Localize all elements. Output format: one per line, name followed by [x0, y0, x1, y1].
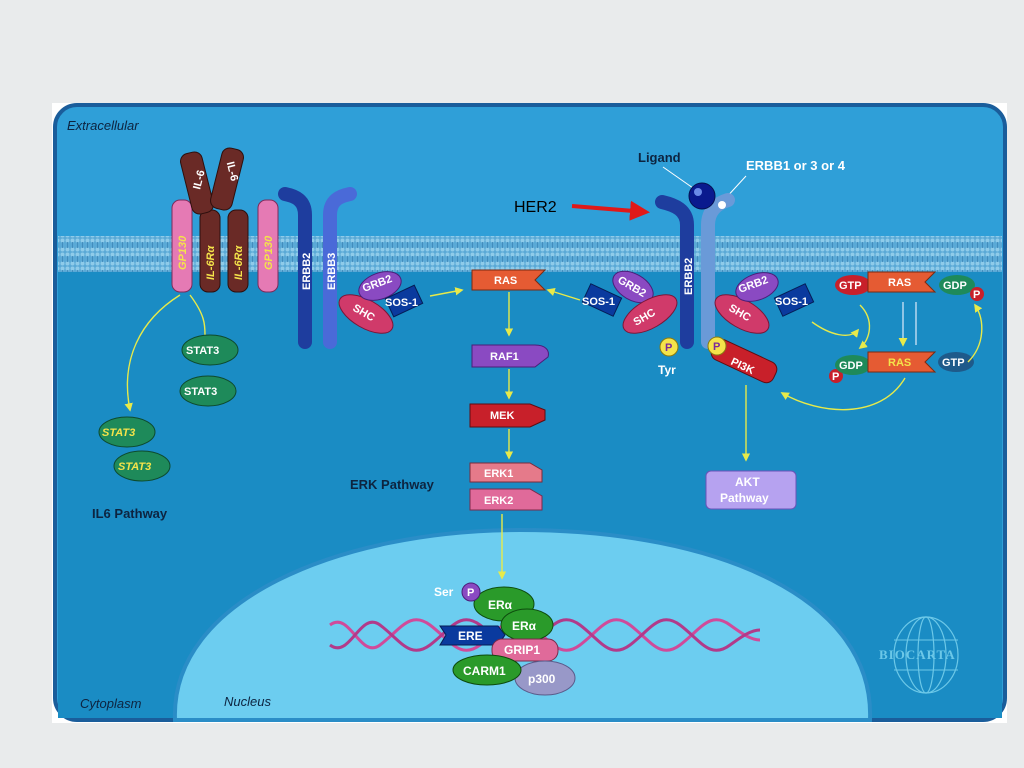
erbb2-label-right: ERBB2	[683, 258, 695, 295]
pi3k-p-label: P	[713, 341, 720, 353]
erbb2-erbb3-receptor-left: ERBB2 ERBB3	[278, 187, 357, 349]
sos1-label-left: SOS-1	[385, 297, 418, 309]
ser-p-label: P	[467, 587, 474, 599]
raf1: RAF1	[471, 344, 549, 368]
stat3-label-3: STAT3	[102, 427, 135, 439]
sos1-left: SOS-1	[384, 284, 424, 318]
grip1-label: GRIP1	[504, 643, 540, 657]
carm1: CARM1	[452, 654, 522, 686]
erbb3-label-left: ERBB3	[326, 253, 338, 290]
gp130-label-right: GP130	[263, 235, 275, 270]
il6-ligand-right	[210, 147, 244, 211]
phospho-pi3k: P	[707, 336, 727, 356]
erbb-partner-dot	[718, 201, 726, 209]
raf1-label: RAF1	[490, 351, 519, 363]
il6ra-label-left: IL-6Rα	[205, 245, 217, 281]
p-label-bottom: P	[832, 371, 839, 383]
stat3-active-1: STAT3	[98, 416, 156, 448]
carm1-label: CARM1	[463, 664, 506, 678]
her2-arrow	[571, 200, 650, 221]
cytoplasm-label: Cytoplasm	[80, 696, 142, 711]
phospho-ser: Ser P	[434, 582, 481, 602]
sos1-right: SOS-1	[773, 283, 815, 317]
tyr-p-label: P	[665, 342, 672, 354]
shc-center: SHC	[622, 294, 678, 334]
sos1-label-right: SOS-1	[775, 296, 808, 308]
ras-label-bottom: RAS	[888, 357, 911, 369]
il6-receptor-complex: IL-6 IL-6 GP130 IL-6Rα IL-6Rα GP130	[171, 147, 279, 293]
erk1: ERK1	[469, 462, 543, 483]
gdp-label-top: GDP	[943, 280, 967, 292]
grb2-left: GRB2	[358, 271, 402, 301]
erk2: ERK2	[469, 488, 543, 511]
biocarta-label: BIOCARTA	[879, 647, 956, 662]
erk-pathway-label: ERK Pathway	[350, 477, 435, 492]
il6-label-left: IL-6	[191, 169, 207, 191]
stat3-label-2: STAT3	[184, 386, 217, 398]
stat3-active-2: STAT3	[113, 450, 171, 482]
biocarta-logo: BIOCARTA	[879, 616, 959, 694]
il6-pathway-label: IL6 Pathway	[92, 506, 168, 521]
shc-left: SHC	[338, 294, 394, 334]
nucleus-label: Nucleus	[224, 694, 271, 709]
p300: p300	[514, 660, 576, 696]
il6-ligand-left	[180, 151, 214, 215]
stat3-label-4: STAT3	[118, 461, 151, 473]
gp130-receptor-left	[171, 199, 193, 293]
shc-right: SHC	[714, 294, 770, 334]
sos1-center: SOS-1	[581, 283, 623, 317]
il6ra-receptor-right	[227, 209, 249, 293]
erk1-label: ERK1	[484, 468, 513, 480]
p-label-top: P	[973, 289, 980, 301]
extracellular-label: Extracellular	[67, 118, 139, 133]
ere-label: ERE	[458, 629, 483, 643]
erbb2-label-left: ERBB2	[301, 253, 313, 290]
il6ra-label-right: IL-6Rα	[233, 245, 245, 281]
gtp-label-top: GTP	[839, 280, 862, 292]
phospho-tyr: P Tyr	[658, 337, 679, 377]
gdp-label-bottom: GDP	[839, 360, 863, 372]
ras-label-top: RAS	[888, 277, 911, 289]
p300-label: p300	[528, 672, 556, 686]
mek-label: MEK	[490, 410, 515, 422]
akt-label-2: Pathway	[720, 491, 769, 505]
ser-label: Ser	[434, 585, 454, 599]
ras-gtp-gdp-top: GTP RAS GDP P	[835, 271, 984, 301]
il6-label-right: IL-6	[224, 160, 240, 182]
sos1-label-center: SOS-1	[582, 296, 615, 308]
gp130-label-left: GP130	[177, 235, 189, 270]
grip1: GRIP1	[491, 638, 559, 662]
erk2-label: ERK2	[484, 495, 513, 507]
akt-pathway-box: AKT Pathway	[705, 470, 797, 510]
mek: MEK	[469, 403, 546, 428]
akt-label-1: AKT	[735, 475, 760, 489]
erbb-partner-label: ERBB1 or 3 or 4	[746, 158, 846, 173]
ligand-label: Ligand	[638, 150, 681, 165]
gp130-receptor-right	[257, 199, 279, 293]
stat3-lower: STAT3	[179, 375, 237, 407]
er-alpha-2: ERα	[500, 608, 554, 642]
ligand-highlight	[694, 188, 702, 196]
ras-center: RAS	[471, 269, 547, 291]
gtp-label-bottom: GTP	[942, 357, 965, 369]
ere-element: ERE	[439, 625, 506, 646]
er-alpha-label-2: ERα	[512, 619, 537, 633]
ligand	[688, 182, 716, 210]
her2-receptor: ERBB2	[655, 193, 735, 349]
stat3-upper: STAT3	[181, 334, 239, 366]
stat3-label-1: STAT3	[186, 345, 219, 357]
ras-label-center: RAS	[494, 275, 517, 287]
er-alpha-label-1: ERα	[488, 598, 513, 612]
grb2-right: GRB2	[735, 272, 779, 302]
tyr-label: Tyr	[658, 363, 676, 377]
ras-gdp-gtp-bottom: P GDP RAS GTP	[829, 351, 974, 383]
her2-label: HER2	[514, 199, 557, 216]
